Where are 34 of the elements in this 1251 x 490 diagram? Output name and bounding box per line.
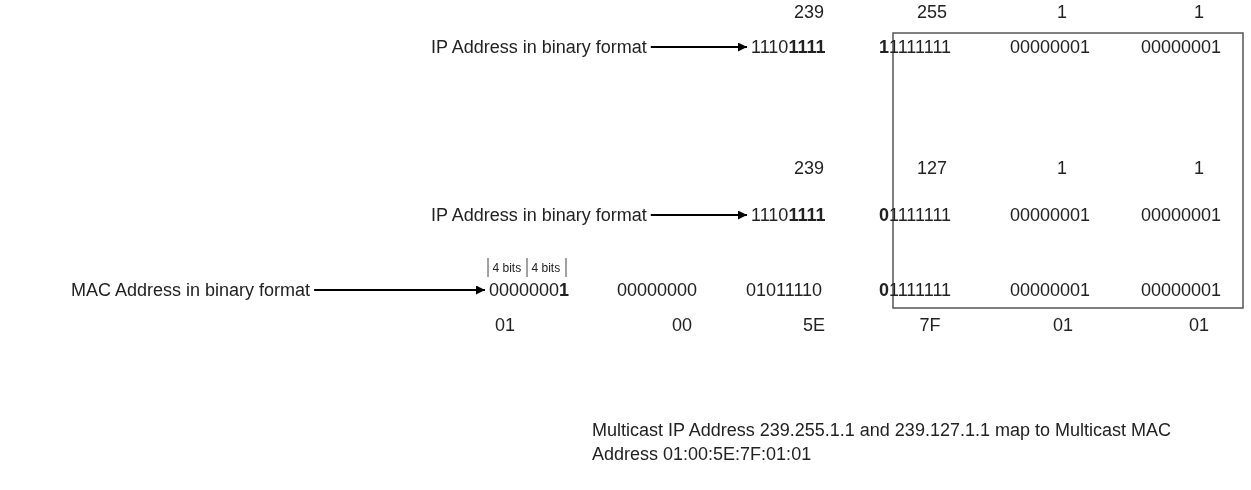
caption: Multicast IP Address 239.255.1.1 and 239.127.1.1 map to Multicast MAC Address 01:00:5E:7F:01:01	[592, 419, 1172, 466]
row-label: IP Address in binary format	[431, 204, 647, 226]
hex-value: 00	[672, 314, 693, 336]
binary-octet: 00000000	[617, 279, 698, 301]
hex-value: 01	[495, 314, 516, 336]
bit-width-label: 4 bits	[531, 261, 561, 275]
row-label: IP Address in binary format	[431, 36, 647, 58]
binary-octet: 00000001	[1010, 204, 1091, 226]
binary-octet: 00000001	[1141, 204, 1222, 226]
binary-octet: 00000001	[1141, 36, 1222, 58]
binary-octet: 00000001	[1141, 279, 1222, 301]
binary-octet: 00000001	[1010, 36, 1091, 58]
bit-width-label: 4 bits	[492, 261, 522, 275]
decimal-value: 1	[1194, 1, 1204, 23]
binary-octet: 11101111	[751, 204, 826, 226]
decimal-value: 239	[794, 157, 825, 179]
decimal-value: 255	[917, 1, 948, 23]
decimal-value: 1	[1057, 1, 1067, 23]
arrow	[313, 285, 486, 295]
binary-octet: 11101111	[751, 36, 826, 58]
decimal-value: 239	[794, 1, 825, 23]
hex-value: 7F	[919, 314, 941, 336]
decimal-value: 127	[917, 157, 948, 179]
arrow	[649, 210, 748, 220]
hex-value: 5E	[803, 314, 826, 336]
binary-octet: 01011110	[746, 279, 823, 301]
decimal-value: 1	[1194, 157, 1204, 179]
decimal-value: 1	[1057, 157, 1067, 179]
arrow	[649, 42, 748, 52]
hex-value: 01	[1189, 314, 1210, 336]
hex-value: 01	[1053, 314, 1074, 336]
binary-octet: 00000001	[489, 279, 570, 301]
binary-octet: 00000001	[1010, 279, 1091, 301]
row-label: MAC Address in binary format	[71, 279, 311, 301]
